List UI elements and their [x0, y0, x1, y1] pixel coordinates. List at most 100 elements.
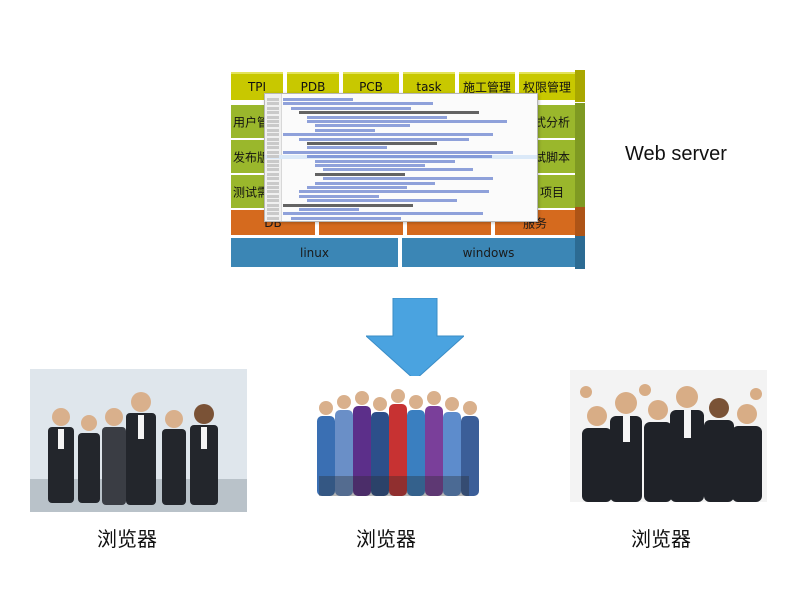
client-photo-business-team — [30, 369, 247, 512]
line-number — [267, 106, 279, 110]
code-line — [265, 106, 537, 111]
code-line — [265, 212, 537, 216]
block-side-shade — [575, 207, 585, 237]
code-text — [307, 155, 492, 159]
code-line — [265, 133, 537, 137]
module-label: 测试需 — [232, 185, 269, 199]
module-label: 式分析 — [533, 115, 570, 129]
code-line — [265, 150, 537, 155]
module-label: 发布版 — [232, 150, 269, 164]
line-number — [267, 124, 279, 128]
client-photo-cheering-team — [570, 370, 767, 502]
code-line — [265, 172, 537, 177]
line-number — [267, 115, 279, 119]
line-number — [267, 150, 279, 154]
line-number — [267, 155, 279, 159]
code-text — [283, 133, 493, 137]
down-arrow-icon — [366, 298, 464, 380]
code-text — [307, 115, 447, 119]
code-line — [265, 137, 537, 142]
os-label: windows — [462, 245, 515, 260]
code-text — [315, 124, 410, 128]
module-label: 施工管理 — [462, 80, 511, 95]
code-line — [265, 159, 537, 164]
os-windows: windows — [402, 238, 575, 267]
people-illustration — [570, 370, 767, 502]
browser-caption-2: 浏览器 — [356, 527, 416, 551]
code-line — [265, 142, 537, 146]
line-number — [267, 190, 279, 194]
module-label: PDB — [300, 80, 326, 94]
browser-caption-3: 浏览器 — [631, 527, 691, 551]
block-side-shade — [575, 70, 585, 102]
code-text — [307, 142, 437, 145]
code-line — [265, 186, 537, 190]
code-line — [265, 124, 537, 128]
code-line — [265, 181, 537, 186]
module-label: task — [416, 80, 442, 94]
os-label: linux — [300, 245, 329, 260]
line-number — [267, 111, 279, 115]
line-number — [267, 102, 279, 106]
code-line — [265, 203, 537, 208]
code-line — [265, 102, 537, 106]
code-line — [265, 177, 537, 181]
code-line — [265, 115, 537, 120]
browser-caption-1: 浏览器 — [97, 527, 157, 551]
line-number — [267, 168, 279, 172]
code-text — [323, 168, 473, 172]
line-number — [267, 212, 279, 216]
line-number — [267, 216, 279, 220]
code-line — [265, 128, 537, 133]
module-label: TPI — [247, 80, 267, 94]
code-line — [265, 199, 537, 203]
module-label: 用户管 — [232, 115, 269, 129]
code-editor-screenshot — [264, 93, 538, 222]
code-text — [283, 212, 483, 216]
code-text — [299, 190, 489, 194]
line-number — [267, 98, 279, 101]
line-number — [267, 203, 279, 207]
block-side-shade — [575, 236, 585, 269]
line-number — [267, 208, 279, 211]
code-line — [265, 208, 537, 212]
os-linux: linux — [231, 238, 398, 267]
code-text — [315, 128, 375, 132]
code-text — [299, 111, 479, 115]
code-text — [315, 164, 425, 167]
code-line — [265, 190, 537, 194]
code-line — [265, 111, 537, 115]
line-number — [267, 137, 279, 141]
code-text — [283, 203, 413, 207]
code-text — [299, 137, 469, 141]
code-text — [307, 146, 387, 150]
code-line — [265, 164, 537, 168]
code-text — [315, 159, 455, 163]
code-line — [265, 120, 537, 124]
line-number — [267, 177, 279, 181]
web-server-label: Web server — [625, 143, 727, 165]
code-line — [265, 155, 537, 160]
code-text — [291, 106, 411, 110]
code-line — [265, 146, 537, 150]
code-text — [291, 216, 401, 220]
code-text — [299, 194, 379, 198]
people-illustration — [307, 376, 487, 506]
client-photo-student-group — [307, 376, 487, 506]
code-line — [265, 98, 537, 102]
line-number — [267, 164, 279, 167]
module-label: 权限管理 — [522, 80, 571, 95]
line-number — [267, 186, 279, 189]
code-text — [283, 98, 353, 101]
line-number — [267, 133, 279, 137]
code-text — [299, 208, 359, 211]
line-number — [267, 128, 279, 132]
code-text — [323, 177, 493, 181]
line-number — [267, 194, 279, 198]
line-number — [267, 181, 279, 185]
module-permission: 权限管理 — [519, 72, 575, 100]
block-side-shade — [575, 103, 585, 210]
code-line — [265, 168, 537, 172]
code-text — [283, 102, 433, 106]
line-number — [267, 199, 279, 203]
